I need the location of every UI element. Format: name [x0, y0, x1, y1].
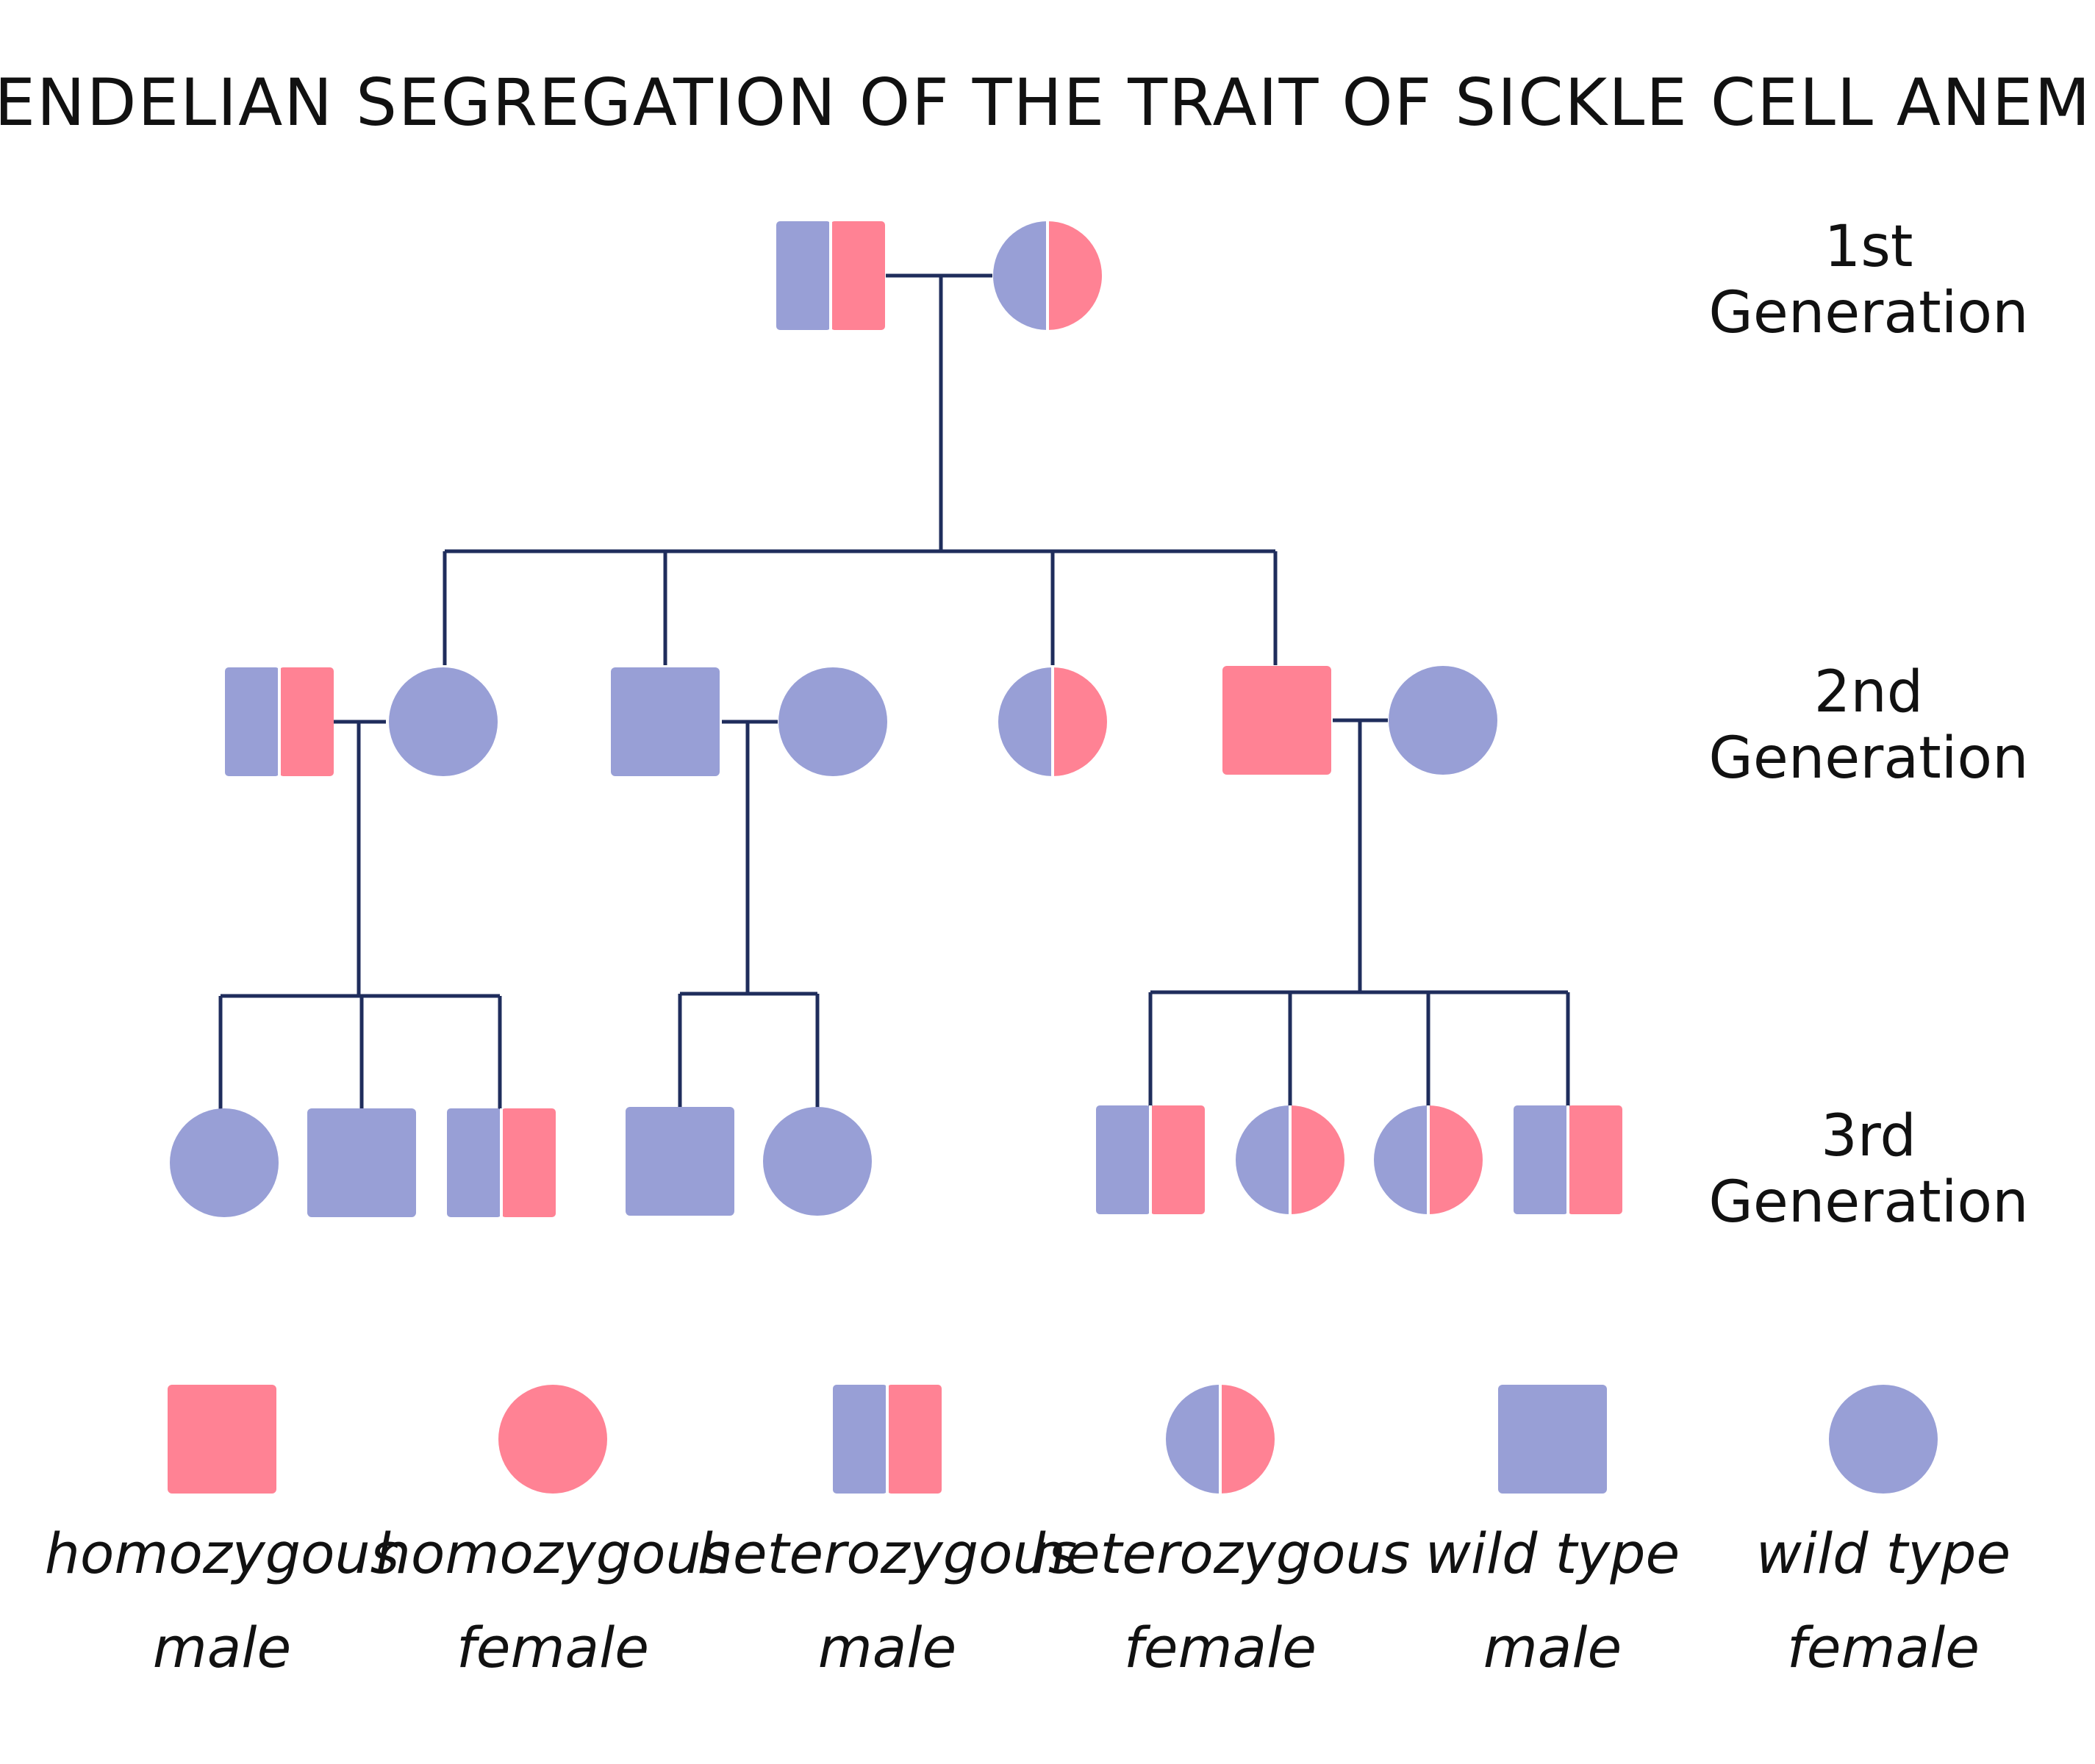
generation-2-number: 2nd: [1814, 659, 1924, 725]
g1-father-heterozygous-male-symbol: [776, 221, 885, 330]
symbol-left-half: [998, 667, 1053, 776]
symbol-circle: [1829, 1385, 1938, 1494]
diagram-title: MENDELIAN SEGREGATION OF THE TRAIT OF SI…: [0, 65, 2095, 140]
legend-heterozygous-female-symbol: [1166, 1385, 1275, 1494]
symbol-right-half: [279, 667, 334, 776]
generation-3-number: 3rd: [1821, 1103, 1916, 1169]
legend-label-line2: female: [456, 1615, 649, 1680]
legend-heterozygous-square-shape: [833, 1385, 942, 1494]
legend-label-line1: homozygous: [376, 1521, 731, 1586]
g2-son-3-homozygous-male-symbol: [1222, 666, 1331, 775]
symbol-circle: [498, 1385, 607, 1494]
g3-a3-heterozygous-male-symbol: [447, 1108, 556, 1217]
g3-c2-heterozygous-female-symbol: [1236, 1105, 1344, 1214]
symbol-right-half: [831, 221, 885, 330]
g1-mother-heterozygous-female-symbol: [993, 221, 1102, 330]
symbol-circle: [170, 1108, 279, 1217]
legend-label-line1: wild type: [1425, 1521, 1680, 1586]
legend-item: heterozygous male: [698, 1385, 1078, 1680]
g3-c3-heterozygous-female-symbol: [1374, 1105, 1483, 1214]
legend-homozygous-circle-shape: [498, 1385, 607, 1494]
legend: homozygous male homozygous female hetero…: [45, 1385, 2011, 1680]
symbol-square: [168, 1385, 276, 1494]
symbol-circle: [778, 667, 887, 776]
legend-label-line2: female: [1787, 1615, 1980, 1680]
symbol-left-half: [993, 221, 1048, 330]
g2-spouse-3-wild-female-symbol: [1389, 666, 1497, 775]
symbol-right-half: [1150, 1105, 1205, 1214]
symbol-left-half: [1166, 1385, 1220, 1494]
generation-3-word: Generation: [1708, 1169, 2028, 1236]
g3-b1-wild-male-symbol: [626, 1107, 734, 1216]
generation-1-number: 1st: [1824, 214, 1913, 280]
legend-homozygous-female-symbol: [498, 1385, 607, 1494]
legend-heterozygous-circle-shape: [1166, 1385, 1275, 1494]
legend-label-line2: male: [153, 1615, 291, 1680]
pedigree-individuals: [170, 221, 1622, 1217]
symbol-left-half: [1236, 1105, 1290, 1214]
g2-spouse-2-wild-female-symbol: [778, 667, 887, 776]
symbol-left-half: [1514, 1105, 1568, 1214]
generation-1-word: Generation: [1708, 280, 2028, 346]
legend-label-line1: heterozygous: [698, 1521, 1078, 1586]
symbol-square: [1222, 666, 1331, 775]
symbol-right-half: [501, 1108, 556, 1217]
legend-item: heterozygous female: [1031, 1385, 1411, 1680]
symbol-right-half: [1220, 1385, 1275, 1494]
generation-2-word: Generation: [1708, 725, 2028, 792]
legend-homozygous-male-symbol: [168, 1385, 276, 1494]
symbol-left-half: [833, 1385, 887, 1494]
symbol-circle: [763, 1107, 872, 1216]
legend-item: wild type female: [1756, 1385, 2011, 1680]
symbol-right-half: [887, 1385, 942, 1494]
symbol-square: [1498, 1385, 1607, 1494]
g3-c4-heterozygous-male-symbol: [1514, 1105, 1622, 1214]
g3-c1-heterozygous-male-symbol: [1096, 1105, 1205, 1214]
legend-item: homozygous female: [376, 1385, 731, 1680]
symbol-right-half: [1568, 1105, 1622, 1214]
symbol-right-half: [1048, 221, 1102, 330]
symbol-circle: [389, 667, 498, 776]
legend-label-line2: male: [1483, 1615, 1622, 1680]
g2-son-2-wild-male-symbol: [611, 667, 720, 776]
symbol-circle: [1389, 666, 1497, 775]
symbol-left-half: [1096, 1105, 1150, 1214]
symbol-square: [611, 667, 720, 776]
g3-b2-wild-female-symbol: [763, 1107, 872, 1216]
symbol-right-half: [1428, 1105, 1483, 1214]
pedigree-connectors: [218, 273, 1570, 1110]
legend-label-line1: homozygous: [45, 1521, 400, 1586]
symbol-right-half: [1053, 667, 1107, 776]
legend-label-line2: female: [1124, 1615, 1317, 1680]
legend-label-line1: wild type: [1756, 1521, 2011, 1586]
g3-a1-wild-female-symbol: [170, 1108, 279, 1217]
legend-wild-type-female-symbol: [1829, 1385, 1938, 1494]
g2-son-1-heterozygous-male-symbol: [225, 667, 334, 776]
symbol-left-half: [1374, 1105, 1428, 1214]
symbol-right-half: [1290, 1105, 1344, 1214]
g2-daughter-heterozygous-female-symbol: [998, 667, 1107, 776]
legend-label-line1: heterozygous: [1031, 1521, 1411, 1586]
symbol-left-half: [225, 667, 279, 776]
g2-spouse-1-wild-female-symbol: [389, 667, 498, 776]
legend-wild-square-shape: [1498, 1385, 1607, 1494]
symbol-left-half: [447, 1108, 501, 1217]
symbol-square: [626, 1107, 734, 1216]
legend-wild-type-male-symbol: [1498, 1385, 1607, 1494]
symbol-square: [307, 1108, 416, 1217]
legend-wild-circle-shape: [1829, 1385, 1938, 1494]
legend-homozygous-square-shape: [168, 1385, 276, 1494]
legend-item: homozygous male: [45, 1385, 400, 1680]
legend-heterozygous-male-symbol: [833, 1385, 942, 1494]
legend-item: wild type male: [1425, 1385, 1680, 1680]
symbol-left-half: [776, 221, 831, 330]
legend-label-line2: male: [818, 1615, 956, 1680]
generation-labels: 1st Generation 2nd Generation 3rd Genera…: [1708, 214, 2028, 1236]
g3-a2-wild-male-symbol: [307, 1108, 416, 1217]
